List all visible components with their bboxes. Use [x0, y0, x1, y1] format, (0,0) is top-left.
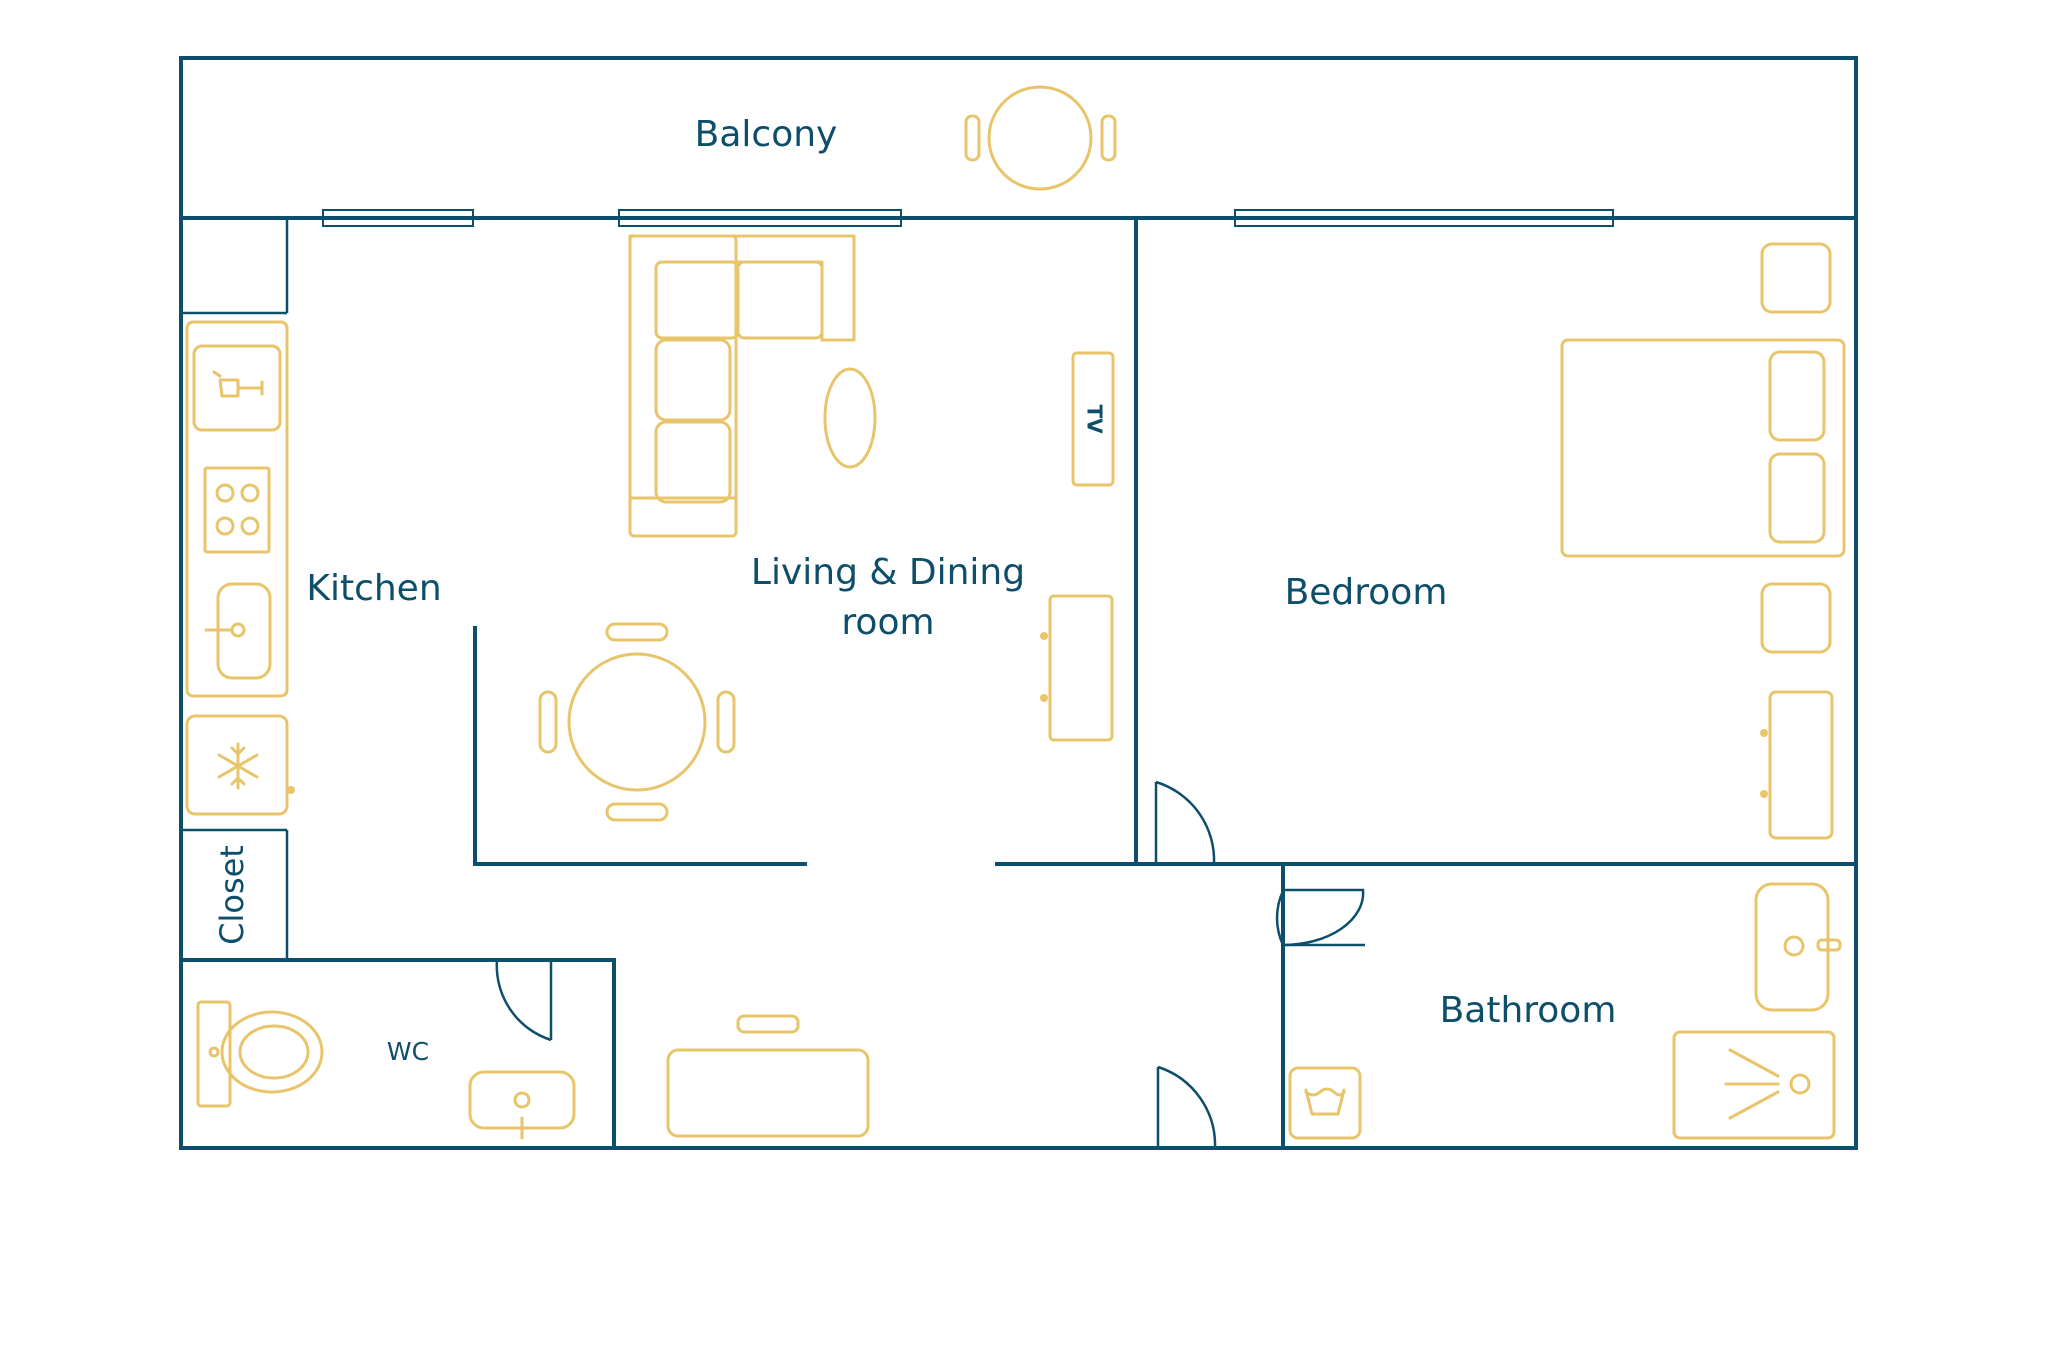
fridge — [185, 714, 295, 816]
dining-table-set — [538, 622, 736, 822]
nightstand-bottom — [1760, 582, 1832, 654]
balcony-chair-right — [1100, 114, 1117, 162]
balcony-chair-left — [964, 114, 981, 162]
outer-wall — [179, 56, 1858, 1150]
wardrobe — [1760, 690, 1834, 840]
shower — [1672, 1030, 1836, 1140]
hall-bench — [666, 1014, 870, 1138]
bathroom-label: Bathroom — [1440, 990, 1617, 1031]
coffee-machine — [192, 344, 282, 432]
bed — [1560, 338, 1846, 558]
stove — [203, 466, 271, 554]
toilet — [196, 1000, 324, 1108]
dining-chair-left — [538, 690, 558, 754]
entrance-door — [1156, 1065, 1217, 1149]
snowflake-icon — [217, 742, 259, 790]
dining-chair-top — [605, 622, 669, 642]
dining-round-table — [567, 652, 707, 792]
washing-machine — [1288, 1066, 1362, 1140]
bedroom-label: Bedroom — [1285, 572, 1448, 613]
kitchen-counter — [185, 320, 289, 698]
bedroom-door — [1154, 780, 1216, 865]
laundry-icon — [1304, 1087, 1346, 1116]
nightstand-top — [1760, 242, 1832, 314]
coffee-table — [823, 367, 877, 469]
sideboard — [1040, 594, 1114, 742]
balcony-round-table — [987, 85, 1093, 191]
sofa — [628, 234, 856, 538]
wc-door — [495, 959, 553, 1042]
tv-label: TV — [1083, 404, 1107, 434]
balcony-table-set — [964, 85, 1117, 191]
bathroom-sink — [1754, 882, 1842, 1012]
wc-sink — [468, 1070, 576, 1140]
wc-label: WC — [387, 1037, 429, 1066]
bathroom-door — [1275, 888, 1365, 947]
balcony-label: Balcony — [695, 114, 838, 155]
windows — [322, 209, 1614, 227]
kitchen-sink — [204, 582, 272, 680]
living-label-line2: room — [841, 602, 934, 643]
dining-chair-bottom — [605, 802, 669, 822]
room-labels: Balcony Kitchen Living & Dining room Bed… — [213, 114, 1616, 1066]
tv-unit: TV — [1071, 351, 1115, 487]
dining-chair-right — [716, 690, 736, 754]
living-label-line1: Living & Dining — [751, 552, 1025, 593]
pillow-bottom — [1768, 452, 1826, 544]
doors — [495, 780, 1365, 1149]
pillow-top — [1768, 350, 1826, 442]
kitchen-label: Kitchen — [306, 568, 441, 609]
closet-label: Closet — [213, 845, 251, 945]
